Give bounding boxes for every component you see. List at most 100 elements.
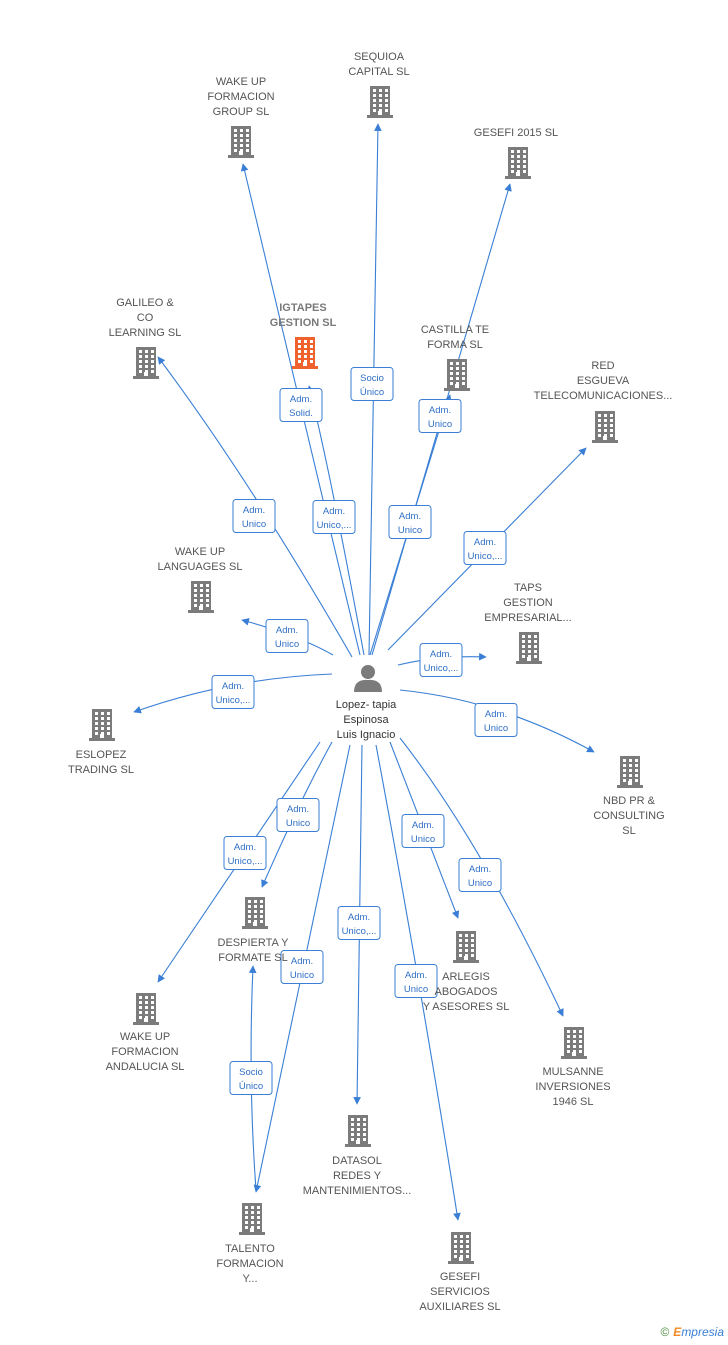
building-icon xyxy=(444,359,470,391)
edge-label-box xyxy=(401,814,445,848)
building-icon xyxy=(133,347,159,379)
building-icon xyxy=(228,126,254,158)
company-name: 1946 SL xyxy=(553,1096,594,1108)
company-name: CONSULTING xyxy=(593,810,664,822)
edge-label-text: Adm. xyxy=(430,649,452,660)
edge-label-box xyxy=(280,950,324,984)
edge-label-text: Adm. xyxy=(412,820,434,831)
edge-label-wakeup-andalucia[interactable]: Adm. Unico,... xyxy=(223,836,267,870)
edge-label-mulsanne[interactable]: Adm.Unico xyxy=(458,858,502,892)
company-node-red-esgueva[interactable]: REDESGUEVATELECOMUNICACIONES... xyxy=(534,360,673,443)
company-name: LEARNING SL xyxy=(109,327,182,339)
company-name: WAKE UP xyxy=(175,546,225,558)
edge-label-taps-gestion[interactable]: Adm. Unico,... xyxy=(419,643,463,677)
edge-label-despierta[interactable]: Adm.Unico xyxy=(276,798,320,832)
edge-label-eslopez[interactable]: Adm.Unico,... xyxy=(211,675,255,709)
company-name: SERVICIOS xyxy=(430,1286,490,1298)
edge-label-box xyxy=(337,906,381,940)
edge-label-text: Adm. xyxy=(399,511,421,522)
edge-label-text: Solid. xyxy=(289,408,313,419)
edge-label-text: Unico xyxy=(290,970,314,981)
edge-label-nbd-pr[interactable]: Adm. Unico xyxy=(474,703,518,737)
edge-label-wakeup-formacion-group[interactable]: Adm.Unico,... xyxy=(312,500,356,534)
edge-label-text: Adm. xyxy=(485,709,507,720)
edge-label-datasol[interactable]: Adm. Unico,... xyxy=(337,906,381,940)
company-name: Y... xyxy=(242,1273,257,1285)
company-node-galileo[interactable]: GALILEO & CO LEARNING SL xyxy=(109,297,182,379)
company-name: RED xyxy=(591,360,614,372)
edge-label-text: Unico,... xyxy=(342,926,377,937)
empresia-logo: ©Empresia xyxy=(660,1325,724,1339)
company-node-talento[interactable]: TALENTOFORMACIONY... xyxy=(216,1203,284,1285)
company-name: REDES Y xyxy=(333,1170,382,1182)
copyright-symbol: © xyxy=(660,1325,670,1339)
edge-label-wakeup-languages[interactable]: Adm. Unico xyxy=(265,619,309,653)
person-name: Luis Ignacio xyxy=(337,729,396,741)
brand-initial: E xyxy=(673,1325,682,1339)
building-icon xyxy=(617,756,643,788)
building-icon xyxy=(448,1232,474,1264)
company-name: CO xyxy=(137,312,154,324)
edge-label-red-esgueva[interactable]: Adm.Unico,... xyxy=(463,531,507,565)
building-icon xyxy=(367,86,393,118)
edge-label-text: Unico,... xyxy=(468,551,503,562)
edge-label-text: Adm. xyxy=(348,912,370,923)
edge-label-box xyxy=(265,619,309,653)
company-name: GALILEO & xyxy=(116,297,174,309)
edge-label-arlegis[interactable]: Adm.Unico xyxy=(401,814,445,848)
edge-label-igtapes[interactable]: Adm.Solid. xyxy=(279,388,323,422)
edge-label-box xyxy=(211,675,255,709)
edge-label-text: Adm. xyxy=(429,405,451,416)
company-node-gesefi-2015[interactable]: GESEFI 2015 SL xyxy=(474,127,558,179)
edge-label-text: Único xyxy=(239,1081,263,1092)
edge-label-text: Adm. xyxy=(234,842,256,853)
edge-label-text: Adm. xyxy=(469,864,491,875)
company-node-taps-gestion[interactable]: TAPSGESTIONEMPRESARIAL... xyxy=(484,582,572,664)
company-name: EMPRESARIAL... xyxy=(484,612,571,624)
edge-label-talento[interactable]: Adm.Unico xyxy=(280,950,324,984)
company-name: CASTILLA TE xyxy=(421,324,489,336)
building-icon xyxy=(239,1203,265,1235)
building-icon xyxy=(453,931,479,963)
edge-center-to-galileo xyxy=(157,356,353,658)
edge-label-box xyxy=(463,531,507,565)
edge-label-text: Unico,... xyxy=(228,856,263,867)
edge-label-text: Unico xyxy=(484,723,508,734)
edge-label-text: Adm. xyxy=(323,506,345,517)
edge-label-text: Unico xyxy=(275,639,299,650)
company-name: AUXILIARES SL xyxy=(419,1301,500,1313)
edge-label-gesefi-2015[interactable]: Adm.Unico xyxy=(388,505,432,539)
edge-label-gesefi-servicios[interactable]: Adm.Unico xyxy=(394,964,438,998)
edge-label-text: Adm. xyxy=(276,625,298,636)
edge-label-galileo[interactable]: Adm.Unico xyxy=(232,499,276,533)
edge-label-castilla-te-forma[interactable]: Adm.Unico xyxy=(418,399,462,433)
building-icon xyxy=(242,897,268,929)
edge-label-text: Unico,... xyxy=(424,663,459,674)
company-name: TAPS xyxy=(514,582,542,594)
edge-label-text: Adm. xyxy=(287,804,309,815)
edge-label-box xyxy=(458,858,502,892)
company-name: SL xyxy=(622,825,635,837)
edge-label-text: Socio xyxy=(360,373,384,384)
company-name: Y ASESORES SL xyxy=(423,1001,510,1013)
building-icon xyxy=(505,147,531,179)
company-name: MANTENIMIENTOS... xyxy=(303,1185,412,1197)
edge-label-text: Adm. xyxy=(405,970,427,981)
